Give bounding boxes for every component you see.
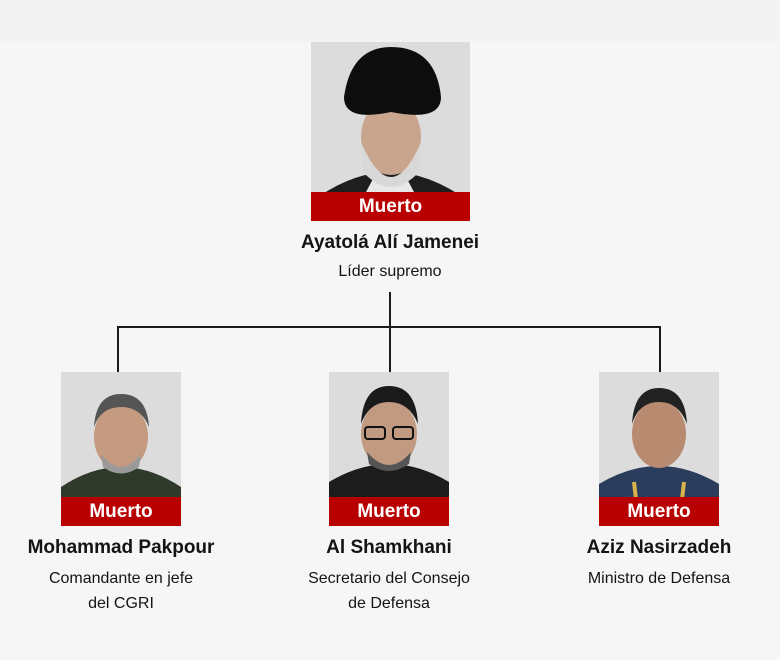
connector-vertical-top [389, 292, 391, 328]
leader-role: Líder supremo [338, 263, 442, 280]
subordinate-role-line-1: Secretario del Consejo [308, 570, 470, 587]
status-badge: Muerto [311, 192, 470, 221]
status-badge: Muerto [329, 497, 449, 526]
status-badge: Muerto [599, 497, 719, 526]
shamkhani-photo: Muerto [329, 372, 449, 526]
pakpour-photo: Muerto [61, 372, 181, 526]
connector-center [389, 326, 391, 372]
header-strip [0, 0, 780, 42]
subordinate-name: Mohammad Pakpour [27, 537, 215, 558]
subordinate-role-line-1: Comandante en jefe [48, 570, 194, 587]
subordinate-role-line-1: Ministro de Defensa [587, 570, 731, 587]
subordinate-name: Aziz Nasirzadeh [586, 537, 732, 558]
leader-name: Ayatolá Alí Jamenei [300, 232, 480, 253]
status-badge: Muerto [61, 497, 181, 526]
leader-photo: Muerto [311, 42, 470, 221]
subordinate-role-line-2: de Defensa [348, 595, 430, 612]
connector-left [117, 326, 119, 372]
subordinate-role-line-2: del CGRI [88, 595, 154, 612]
nasirzadeh-photo: Muerto [599, 372, 719, 526]
connector-right [659, 326, 661, 372]
subordinate-name: Al Shamkhani [326, 537, 452, 558]
